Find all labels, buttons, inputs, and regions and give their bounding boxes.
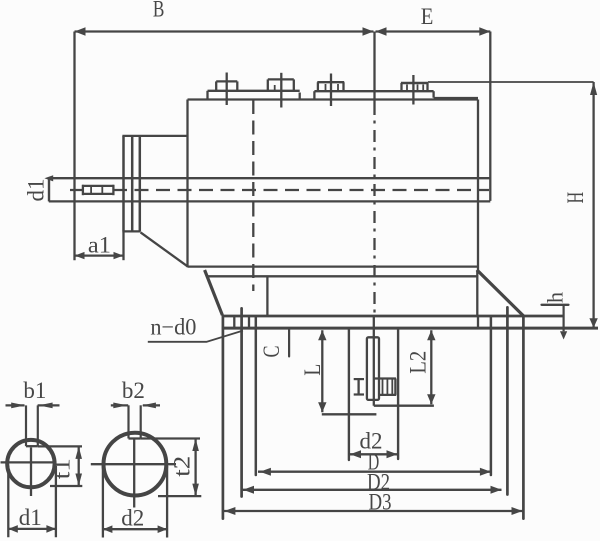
svg-text:E: E [421, 4, 434, 29]
svg-text:D3: D3 [369, 489, 392, 514]
svg-text:d1: d1 [19, 505, 42, 530]
svg-text:D2: D2 [367, 469, 390, 494]
svg-text:d1: d1 [24, 179, 49, 202]
svg-text:d2: d2 [121, 506, 144, 531]
svg-text:t1: t1 [50, 458, 75, 479]
svg-text:L2: L2 [406, 351, 431, 374]
svg-text:H: H [563, 192, 588, 204]
svg-text:C: C [259, 346, 284, 358]
svg-text:b1: b1 [23, 378, 46, 403]
svg-text:a1: a1 [88, 232, 111, 257]
svg-text:h: h [543, 292, 568, 303]
svg-text:n−d0: n−d0 [150, 315, 196, 340]
svg-text:b2: b2 [122, 378, 145, 403]
svg-text:L: L [300, 364, 325, 376]
svg-text:D: D [368, 450, 380, 475]
svg-text:t2: t2 [170, 456, 195, 477]
svg-text:d2: d2 [360, 429, 383, 454]
svg-text:B: B [153, 0, 165, 22]
